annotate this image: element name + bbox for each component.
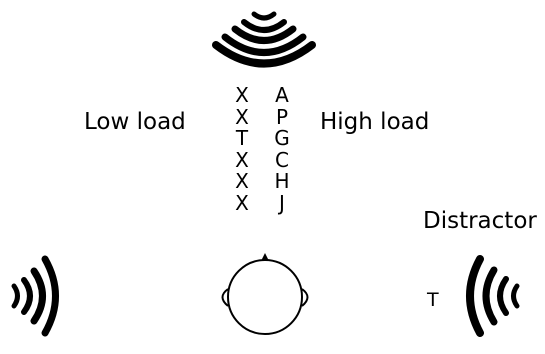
distractor-letter: T [427,289,439,311]
distractor-label: Distractor [423,208,537,234]
high-load-letter-stream: A P G C H J [270,83,294,215]
sound-waves-left-icon [11,255,59,337]
high-load-letter: P [275,104,289,129]
sound-waves-right-icon [466,255,520,337]
high-load-letter: H [274,169,290,193]
low-load-letter: X [235,147,249,172]
high-load-letter: A [275,83,289,107]
low-load-letter: T [235,126,249,150]
low-load-letter: X [235,169,249,193]
high-load-letter: G [274,126,290,150]
low-load-letter-stream: X X T X X X [230,83,254,215]
listener-head-icon [221,253,309,335]
low-load-label: Low load [84,109,186,135]
high-load-letter: J [279,190,285,215]
high-load-letter: C [275,147,289,172]
high-load-label: High load [320,109,430,135]
sound-waves-down-icon [212,11,316,68]
low-load-letter: X [235,190,249,215]
low-load-letter: X [235,104,249,129]
low-load-letter: X [235,83,249,107]
